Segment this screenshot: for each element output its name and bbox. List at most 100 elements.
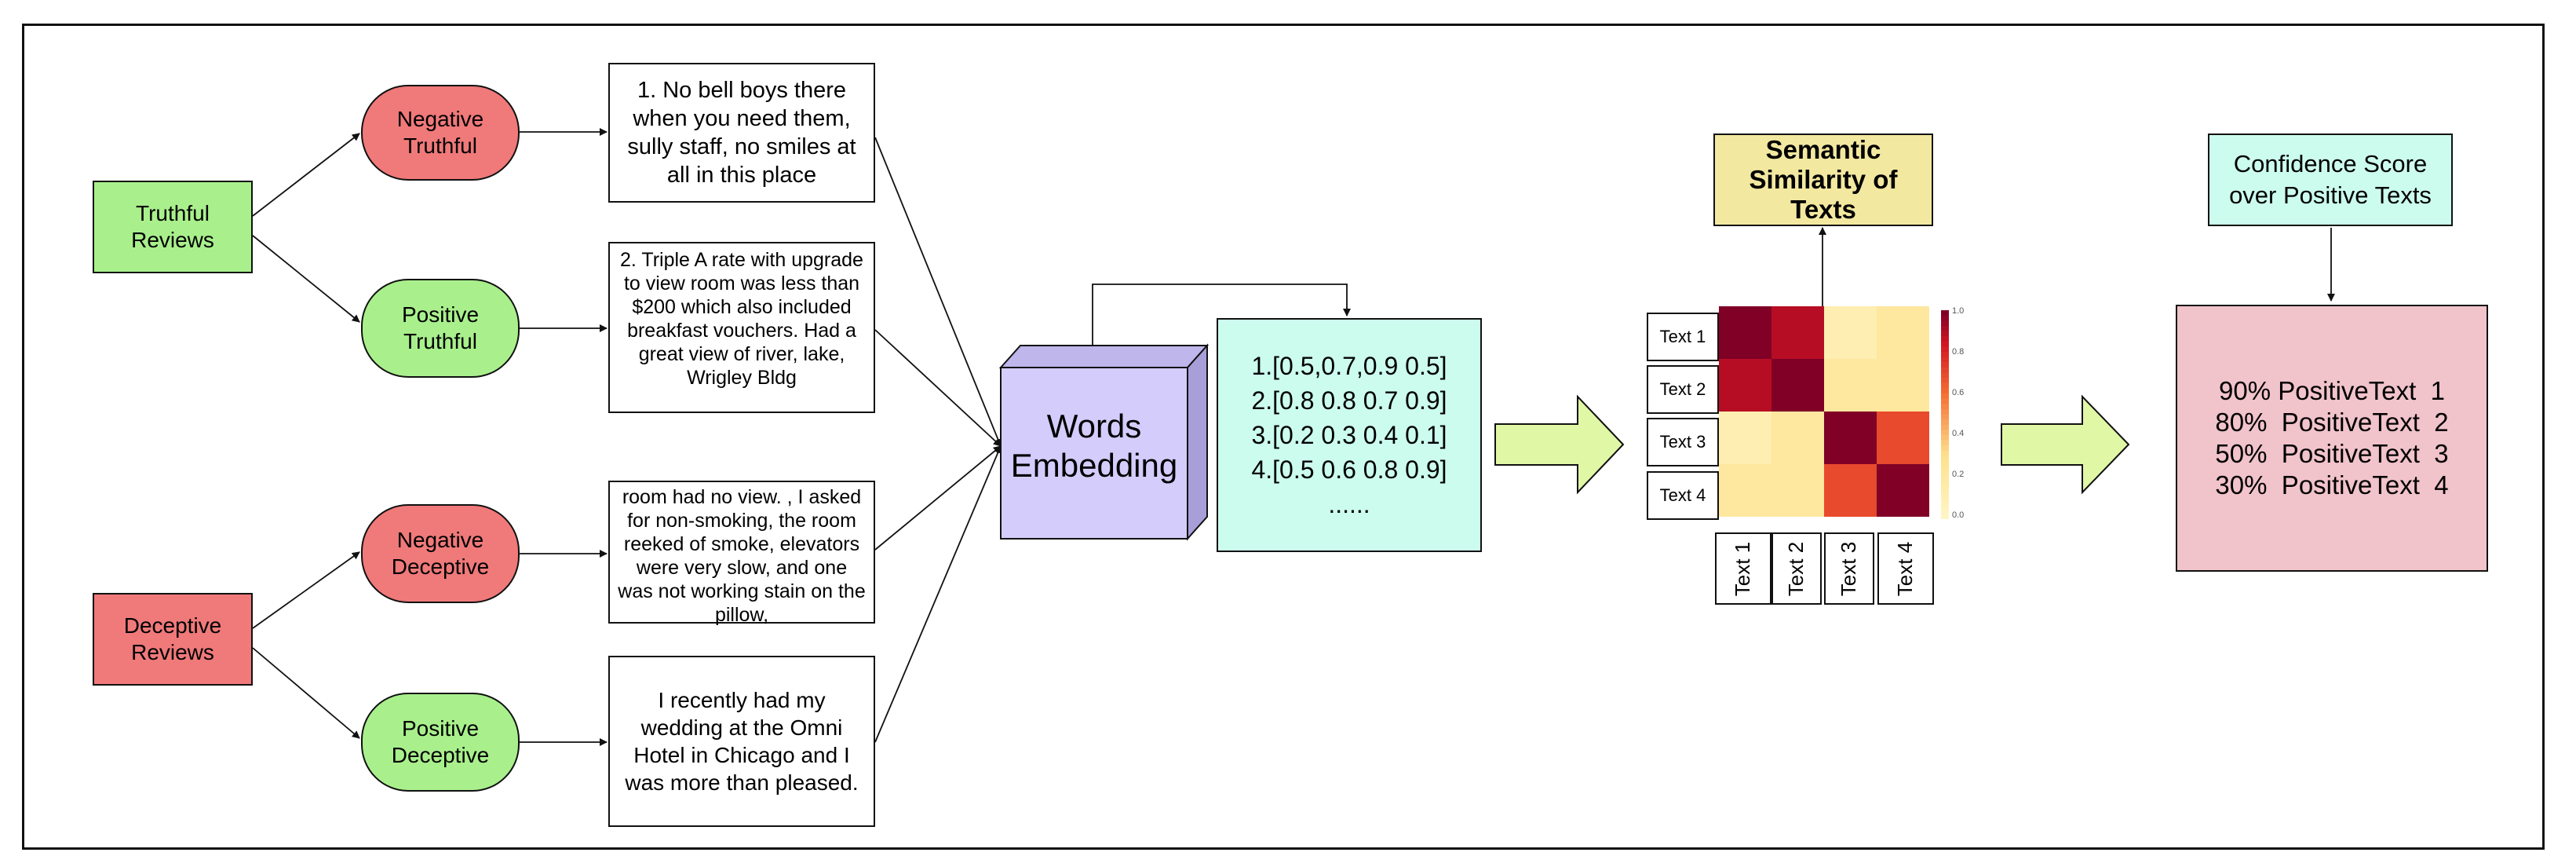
truthful-reviews-box: Truthful Reviews	[93, 181, 253, 273]
positive-truthful-label: Positive Truthful	[401, 302, 480, 353]
semantic-similarity-title: Semantic Similarity of Texts	[1749, 135, 1898, 224]
words-embedding-label: Words Embedding	[1010, 408, 1178, 484]
colorbar-segment	[1941, 310, 1949, 316]
colorbar-segment	[1941, 352, 1949, 358]
negative-deceptive-node: Negative Deceptive	[361, 504, 520, 603]
score-line-2: 80% PositiveText 2	[2215, 408, 2449, 437]
colorbar-segment	[1941, 315, 1949, 322]
colorbar-segment	[1941, 367, 1949, 374]
score-line-4: 30% PositiveText 4	[2215, 470, 2449, 499]
col-label-3-text: Text 3	[1837, 541, 1861, 596]
col-label-1: Text 1	[1715, 532, 1771, 605]
heatmap-cell-3-4	[1877, 412, 1929, 464]
colorbar-segment	[1941, 497, 1949, 504]
vector-2: 2.[0.8 0.8 0.7 0.9]	[1251, 386, 1447, 415]
colorbar-segment	[1941, 455, 1949, 463]
diagram-frame	[22, 24, 2545, 850]
colorbar-segment	[1941, 466, 1949, 473]
colorbar-segment	[1941, 414, 1949, 421]
colorbar-segment	[1941, 362, 1949, 368]
row-label-4: Text 4	[1647, 471, 1719, 520]
deceptive-reviews-box: Deceptive Reviews	[93, 593, 253, 686]
colorbar-segment	[1941, 320, 1949, 327]
edge-deceptive-negative	[252, 551, 360, 629]
colorbar-segment	[1941, 408, 1949, 415]
edge-r1-emb	[874, 137, 1002, 447]
row-label-1: Text 1	[1647, 313, 1719, 361]
vector-1: 1.[0.5,0.7,0.9 0.5]	[1251, 352, 1447, 380]
col-label-2-text: Text 2	[1784, 541, 1808, 596]
confidence-title-box: Confidence Score over Positive Texts	[2208, 134, 2453, 226]
negative-truthful-node: Negative Truthful	[361, 85, 520, 181]
negative-truthful-label: Negative Truthful	[396, 107, 484, 158]
edge-r4-emb	[874, 445, 1002, 743]
colorbar-segment	[1941, 435, 1949, 441]
edge-truthful-negative	[252, 133, 360, 217]
colorbar-segment	[1941, 419, 1949, 426]
colorbar-segment	[1941, 331, 1949, 338]
edge-truthful-positive	[252, 235, 360, 323]
confidence-title: Confidence Score over Positive Texts	[2229, 150, 2432, 209]
review-text-4: I recently had my wedding at the Omni Ho…	[608, 656, 875, 827]
heatmap-cell-1-1	[1719, 306, 1771, 359]
review-text-3-content: room had no view. , I asked for non-smok…	[618, 486, 866, 626]
vector-4: 4.[0.5 0.6 0.8 0.9]	[1251, 455, 1447, 484]
colorbar-tick-6: 0.0	[1952, 510, 1965, 520]
positive-deceptive-label: Positive Deceptive	[391, 716, 490, 767]
colorbar-segment	[1941, 440, 1949, 447]
colorbar-segment	[1941, 424, 1949, 431]
colorbar-segment	[1941, 481, 1949, 488]
colorbar-segment	[1941, 346, 1949, 353]
colorbar-tick-1: 1.0	[1952, 306, 1965, 316]
colorbar-segment	[1941, 461, 1949, 467]
vector-more: ......	[1328, 490, 1370, 518]
colorbar-segment	[1941, 445, 1949, 452]
block-arrow-1	[1494, 394, 1625, 495]
block-arrow-2	[2001, 394, 2130, 495]
colorbar-segment	[1941, 382, 1949, 390]
heatmap-cell-2-2	[1771, 359, 1824, 412]
heatmap-cell-4-2	[1771, 464, 1824, 517]
negative-deceptive-label: Negative Deceptive	[391, 528, 490, 579]
score-box: 90% PositiveText 1 80% PositiveText 2 50…	[2176, 305, 2488, 572]
col-label-3: Text 3	[1824, 532, 1874, 605]
colorbar-segment	[1941, 336, 1949, 342]
edge-r2-emb	[874, 329, 1002, 447]
heatmap-cell-2-4	[1877, 359, 1929, 412]
truthful-reviews-label: Truthful Reviews	[131, 201, 214, 252]
colorbar-segment	[1941, 341, 1949, 348]
colorbar-tick-5: 0.2	[1952, 470, 1965, 479]
heatmap-cell-3-1	[1719, 412, 1771, 464]
review-text-1: 1. No bell boys there when you need them…	[608, 63, 875, 203]
col-label-4: Text 4	[1877, 532, 1934, 605]
semantic-similarity-box: Semantic Similarity of Texts	[1713, 134, 1933, 226]
col-label-2: Text 2	[1771, 532, 1822, 605]
colorbar-segment	[1941, 430, 1949, 436]
positive-deceptive-node: Positive Deceptive	[361, 693, 520, 792]
colorbar-segment	[1941, 398, 1949, 405]
colorbar-segment	[1941, 325, 1949, 332]
colorbar-tick-3: 0.6	[1952, 388, 1965, 397]
heatmap-cell-4-3	[1824, 464, 1877, 517]
colorbar-tick-4: 0.4	[1952, 429, 1965, 438]
embedding-cube	[998, 343, 1210, 541]
colorbar-segment	[1941, 450, 1949, 457]
vector-box: 1.[0.5,0.7,0.9 0.5] 2.[0.8 0.8 0.7 0.9] …	[1217, 318, 1482, 552]
heatmap-cell-1-3	[1824, 306, 1877, 359]
heatmap-cell-4-4	[1877, 464, 1929, 517]
edge-emb-vec	[1092, 284, 1351, 363]
heatmap-cell-3-2	[1771, 412, 1824, 464]
vector-3: 3.[0.2 0.3 0.4 0.1]	[1251, 421, 1447, 449]
colorbar-segment	[1941, 492, 1949, 499]
colorbar-segment	[1941, 393, 1949, 400]
colorbar-segment	[1941, 487, 1949, 493]
row-label-3: Text 3	[1647, 418, 1719, 466]
edge-deceptive-positive	[252, 647, 360, 739]
colorbar-segment	[1941, 388, 1949, 394]
review-text-4-content: I recently had my wedding at the Omni Ho…	[625, 688, 859, 795]
edge-r3-emb	[874, 445, 1002, 551]
deceptive-reviews-label: Deceptive Reviews	[123, 613, 222, 664]
review-text-3: room had no view. , I asked for non-smok…	[608, 481, 875, 626]
